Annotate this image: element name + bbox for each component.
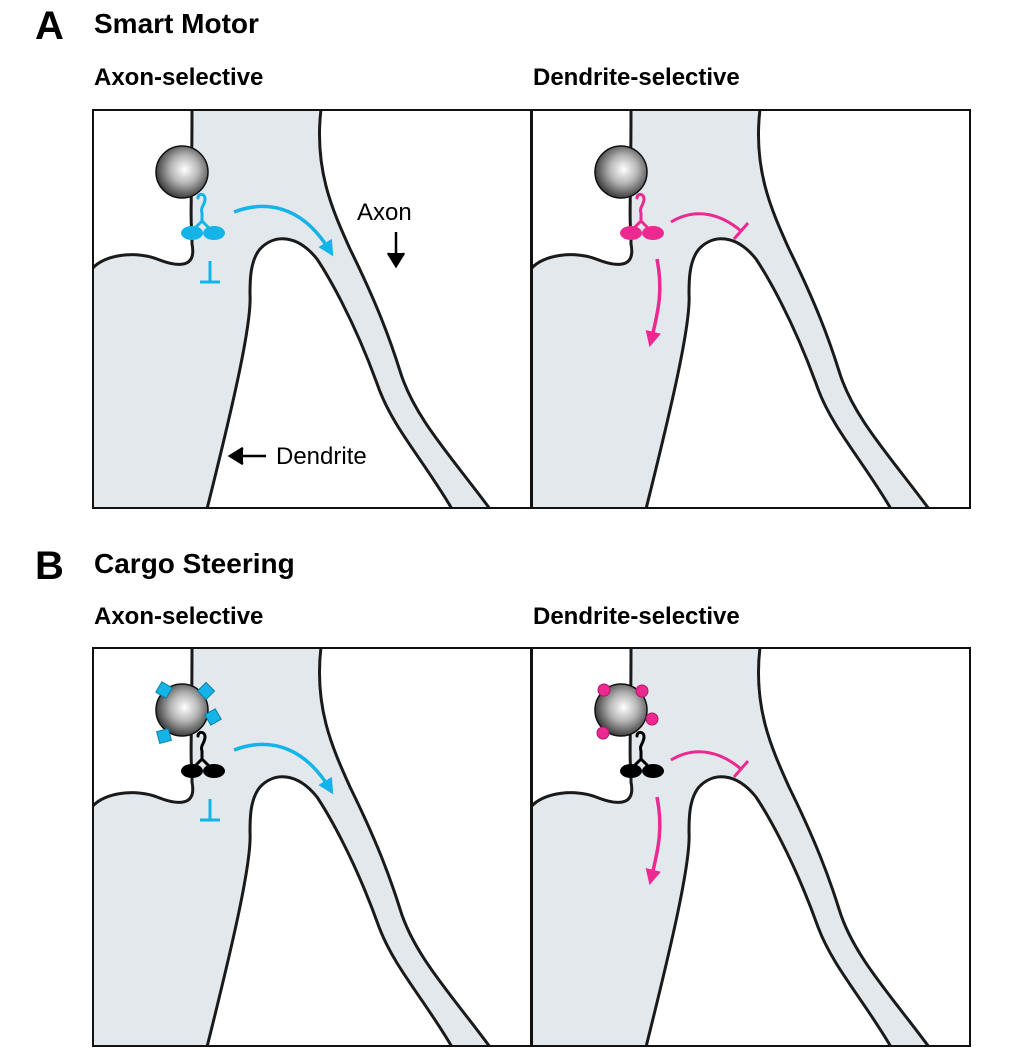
motor-protein-icon (181, 730, 225, 778)
panel-frame (531, 647, 971, 1047)
inhibition-icon (200, 799, 220, 822)
cargo-adaptor-circle-icon (596, 726, 610, 740)
panel-b-dendrite-selective (531, 647, 971, 1047)
arrow-icon (645, 258, 662, 348)
cargo-adaptor-circle-icon (645, 712, 659, 726)
dendrite-label: Dendrite (276, 443, 367, 470)
cargo-adaptor-square-icon (156, 728, 172, 744)
motor-protein-icon (620, 192, 664, 240)
panel-subtitle-b-axon: Axon-selective (94, 603, 264, 630)
cargo-adaptor-circle-icon (635, 684, 649, 698)
neuron-cytoplasm (531, 647, 931, 1047)
cargo-vesicle-icon (155, 683, 209, 737)
section-letter-b: B (35, 544, 64, 588)
panel-subtitle-a-axon: Axon-selective (94, 64, 264, 91)
cargo-adaptor-square-icon (155, 681, 173, 699)
cargo-vesicle-icon (594, 145, 648, 199)
cargo-vesicle-icon (594, 683, 648, 737)
arrow-icon (233, 742, 334, 795)
panel-a-dendrite-selective (531, 109, 971, 509)
neuron-cytoplasm (92, 647, 492, 1047)
neuron-cytoplasm (531, 109, 931, 509)
inhibition-icon (670, 212, 750, 240)
cargo-vesicle-icon (155, 145, 209, 199)
dendrite-pointer-arrow-icon (227, 446, 266, 466)
inhibition-icon (670, 750, 750, 778)
cargo-adaptor-square-icon (196, 681, 216, 701)
panel-frame (531, 109, 971, 509)
arrow-icon (233, 204, 334, 257)
panel-subtitle-a-dendrite: Dendrite-selective (533, 64, 740, 91)
axon-pointer-arrow-icon (386, 232, 406, 269)
axon-label: Axon (357, 199, 412, 226)
arrow-icon (645, 796, 662, 886)
inhibition-icon (200, 261, 220, 284)
section-letter-a: A (35, 4, 64, 48)
panel-subtitle-b-dendrite: Dendrite-selective (533, 603, 740, 630)
section-title-a: Smart Motor (94, 8, 259, 39)
section-title-b: Cargo Steering (94, 548, 295, 579)
panel-b-axon-selective (92, 647, 532, 1047)
cargo-adaptor-square-icon (204, 708, 222, 726)
motor-protein-icon (181, 192, 225, 240)
cargo-adaptor-circle-icon (597, 683, 611, 697)
motor-protein-icon (620, 730, 664, 778)
neuron-cytoplasm (92, 109, 492, 509)
